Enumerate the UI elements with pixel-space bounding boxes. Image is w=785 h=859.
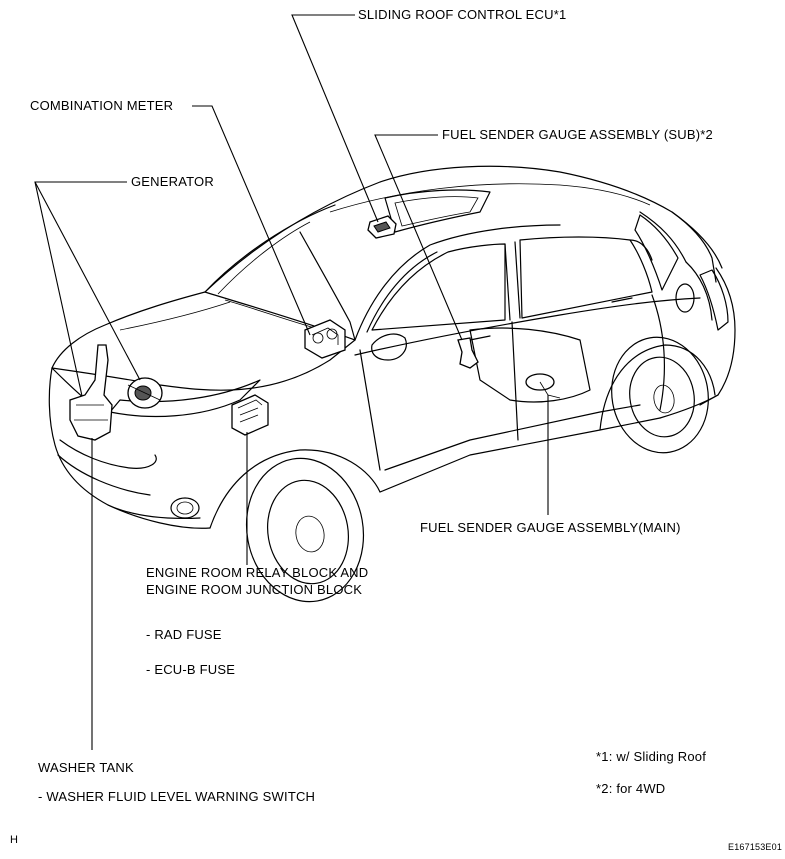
label-fuel-sender-main: FUEL SENDER GAUGE ASSEMBLY(MAIN) (420, 520, 681, 535)
figure-code: E167153E01 (728, 842, 783, 852)
car-body (48, 165, 736, 603)
label-washer-switch: - WASHER FLUID LEVEL WARNING SWITCH (38, 789, 316, 804)
components (69, 215, 561, 441)
leader-lines (34, 14, 549, 750)
label-combination-meter: COMBINATION METER (30, 98, 174, 113)
label-rad-fuse: - RAD FUSE (146, 627, 222, 642)
corner-letter: H (10, 834, 19, 846)
label-washer-tank: WASHER TANK (38, 760, 134, 775)
label-engine-room-line1: ENGINE ROOM RELAY BLOCK AND (146, 565, 369, 580)
label-engine-room-line2: ENGINE ROOM JUNCTION BLOCK (146, 582, 363, 597)
fuel-sender-sub-part (457, 337, 479, 369)
note-4wd: *2: for 4WD (596, 781, 666, 796)
sliding-roof-ecu (367, 215, 397, 239)
label-ecub-fuse: - ECU-B FUSE (146, 662, 236, 677)
washer-tank-part (69, 344, 113, 441)
label-generator: GENERATOR (131, 174, 214, 189)
note-sliding-roof: *1: w/ Sliding Roof (596, 749, 707, 764)
relay-block-part (231, 394, 269, 436)
fuel-sender-main-part (525, 373, 561, 399)
label-sliding-roof-ecu: SLIDING ROOF CONTROL ECU*1 (358, 7, 567, 22)
generator-part (127, 377, 163, 409)
combination-meter-part (304, 319, 346, 359)
label-fuel-sender-sub: FUEL SENDER GAUGE ASSEMBLY (SUB)*2 (442, 127, 713, 142)
